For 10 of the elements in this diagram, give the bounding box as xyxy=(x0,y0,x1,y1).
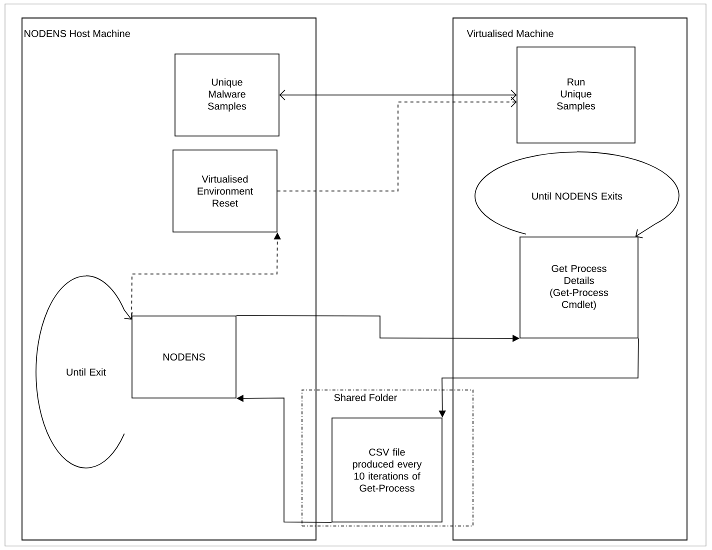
process-box: Virtualised Environment Reset xyxy=(172,150,278,232)
process-box: Get Process Details (Get-Process Cmdlet) xyxy=(520,236,638,338)
process-box: NODENS xyxy=(132,316,236,398)
arrow xyxy=(277,96,517,192)
loop-arrow xyxy=(576,151,680,238)
process-box: Run Unique Samples xyxy=(516,46,636,144)
arrow xyxy=(279,90,517,100)
loop-arrow xyxy=(86,275,133,320)
process-box: Unique Malware Samples xyxy=(174,54,280,136)
file-box: CSV file produced every 10 iterations of Get-Process xyxy=(332,418,442,522)
